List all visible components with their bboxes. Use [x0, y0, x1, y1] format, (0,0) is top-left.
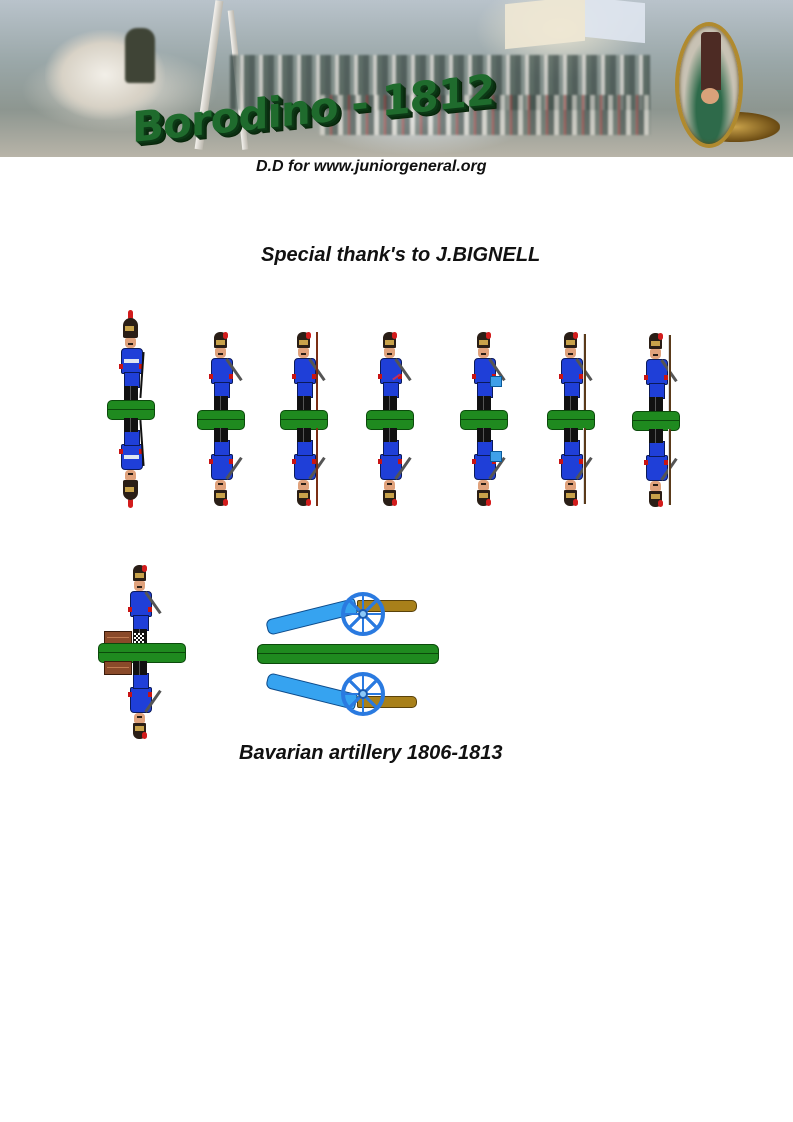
figure-base — [257, 644, 439, 664]
caption-text: Bavarian artillery 1806-1813 — [239, 742, 503, 764]
figure-base — [197, 410, 245, 430]
figure-base — [632, 411, 680, 431]
portrait-frame — [675, 22, 743, 148]
figure-base — [280, 410, 328, 430]
soldier-front — [119, 310, 145, 400]
banner-image: Borodino - 1812 — [0, 0, 793, 157]
wheel-icon — [341, 592, 385, 636]
musket-icon — [583, 334, 586, 410]
soldier-front — [292, 332, 326, 410]
bucket-icon — [490, 376, 502, 387]
grenadier-face — [701, 88, 719, 104]
soldier-front — [644, 333, 678, 411]
figure-base — [366, 410, 414, 430]
soldier-back — [378, 428, 412, 506]
figure-gunner-7 — [98, 563, 188, 753]
figure-gunner-3 — [366, 330, 416, 520]
rammer-icon — [316, 332, 318, 410]
soldier-front — [559, 332, 593, 410]
figure-base — [460, 410, 508, 430]
figure-gunner-5 — [547, 330, 597, 520]
soldier-front — [209, 332, 243, 410]
figure-base — [107, 400, 155, 420]
rider-figure — [125, 28, 155, 83]
figure-gunner-6 — [632, 331, 682, 521]
soldier-back — [128, 661, 162, 739]
musket-icon — [668, 335, 671, 411]
figure-cannon — [257, 590, 439, 718]
figure-gunner-4 — [460, 330, 510, 520]
troop-line — [320, 95, 650, 135]
figure-gunner-2 — [280, 330, 330, 520]
cannon-back — [257, 664, 439, 718]
figure-base — [547, 410, 595, 430]
figure-officer — [107, 310, 157, 510]
figure-base — [98, 643, 186, 663]
credit-text: D.D for www.juniorgeneral.org — [256, 158, 487, 175]
soldier-back — [292, 428, 326, 506]
banner-flag — [585, 0, 645, 44]
soldier-back — [559, 428, 593, 506]
ammunition-crate-icon — [104, 661, 132, 675]
soldier-front — [472, 332, 506, 410]
grenadier-hat — [701, 32, 721, 90]
soldier-back — [209, 428, 243, 506]
figure-gunner-1 — [197, 330, 247, 520]
sponge-icon — [134, 633, 144, 643]
thanks-text: Special thank's to J.BIGNELL — [261, 244, 541, 266]
soldier-back — [119, 418, 145, 508]
soldier-front — [378, 332, 412, 410]
soldier-back — [644, 429, 678, 507]
cannon-front — [257, 590, 439, 644]
banner-flag — [505, 0, 585, 50]
soldier-back — [472, 428, 506, 506]
